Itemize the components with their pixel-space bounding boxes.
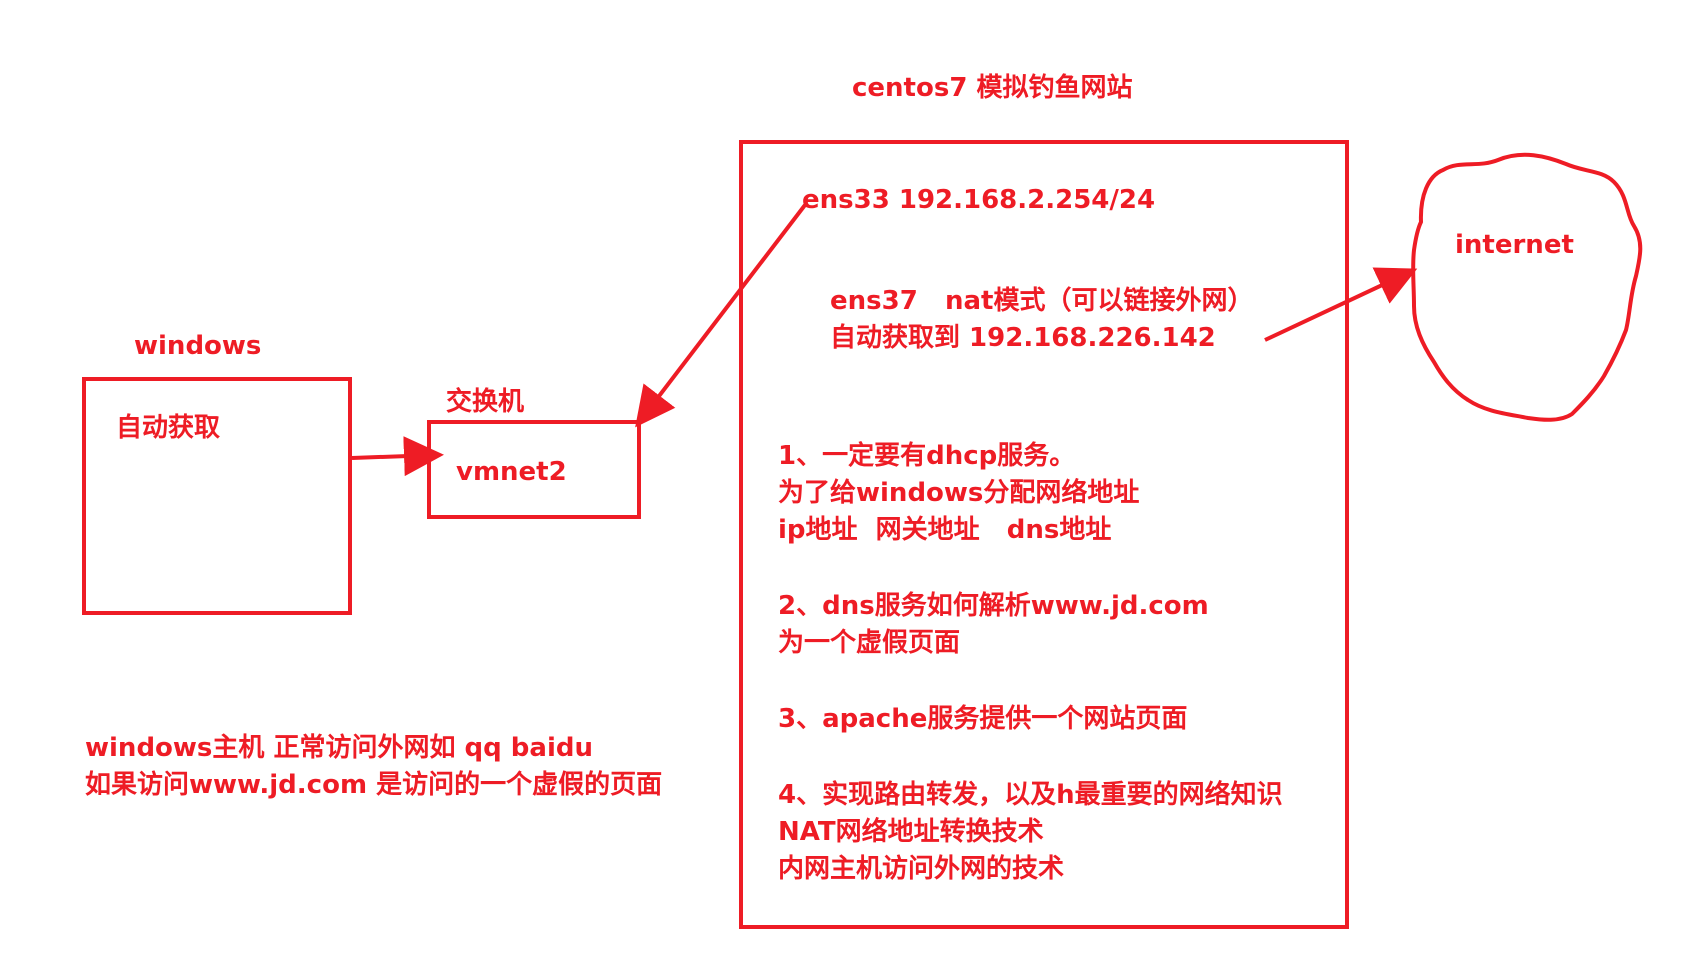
diagram-title: centos7 模拟钓鱼网站 bbox=[852, 73, 1133, 103]
ens37-to-internet-arrow bbox=[1264, 267, 1418, 342]
switch-box-text: vmnet2 bbox=[456, 457, 567, 487]
ens37-ip-label: 自动获取到 192.168.226.142 bbox=[830, 323, 1216, 353]
requirement-1-line-1: 1、一定要有dhcp服务。 bbox=[778, 441, 1076, 471]
requirement-4-line-3: 内网主机访问外网的技术 bbox=[778, 854, 1065, 884]
switch-label: 交换机 bbox=[446, 387, 525, 417]
requirement-4-line-2: NAT网络地址转换技术 bbox=[778, 817, 1044, 847]
requirement-1-line-2: 为了给windows分配网络地址 bbox=[778, 478, 1140, 508]
requirement-1-line-3: ip地址 网关地址 dns地址 bbox=[778, 515, 1112, 545]
windows-host-box: 自动获取 bbox=[82, 377, 352, 615]
note-line-2: 如果访问www.jd.com 是访问的一个虚假的页面 bbox=[85, 770, 663, 800]
note-line-1: windows主机 正常访问外网如 qq baidu bbox=[85, 733, 593, 763]
ens33-label: ens33 192.168.2.254/24 bbox=[802, 185, 1156, 215]
requirement-2-line-2: 为一个虚假页面 bbox=[778, 628, 961, 658]
windows-box-text: 自动获取 bbox=[116, 413, 221, 443]
ens37-mode-label: ens37 nat模式（可以链接外网） bbox=[830, 286, 1254, 316]
internet-label: internet bbox=[1455, 230, 1574, 260]
requirement-4-line-1: 4、实现路由转发，以及h最重要的网络知识 bbox=[778, 780, 1283, 810]
requirement-3-line-1: 3、apache服务提供一个网站页面 bbox=[778, 704, 1188, 734]
windows-to-switch-arrow bbox=[351, 436, 444, 477]
ens33-to-switch-arrow bbox=[635, 203, 807, 428]
internet-cloud-shape bbox=[1411, 152, 1643, 422]
windows-label: windows bbox=[134, 331, 262, 361]
requirement-2-line-1: 2、dns服务如何解析www.jd.com bbox=[778, 591, 1209, 621]
centos-server-box bbox=[739, 140, 1349, 929]
